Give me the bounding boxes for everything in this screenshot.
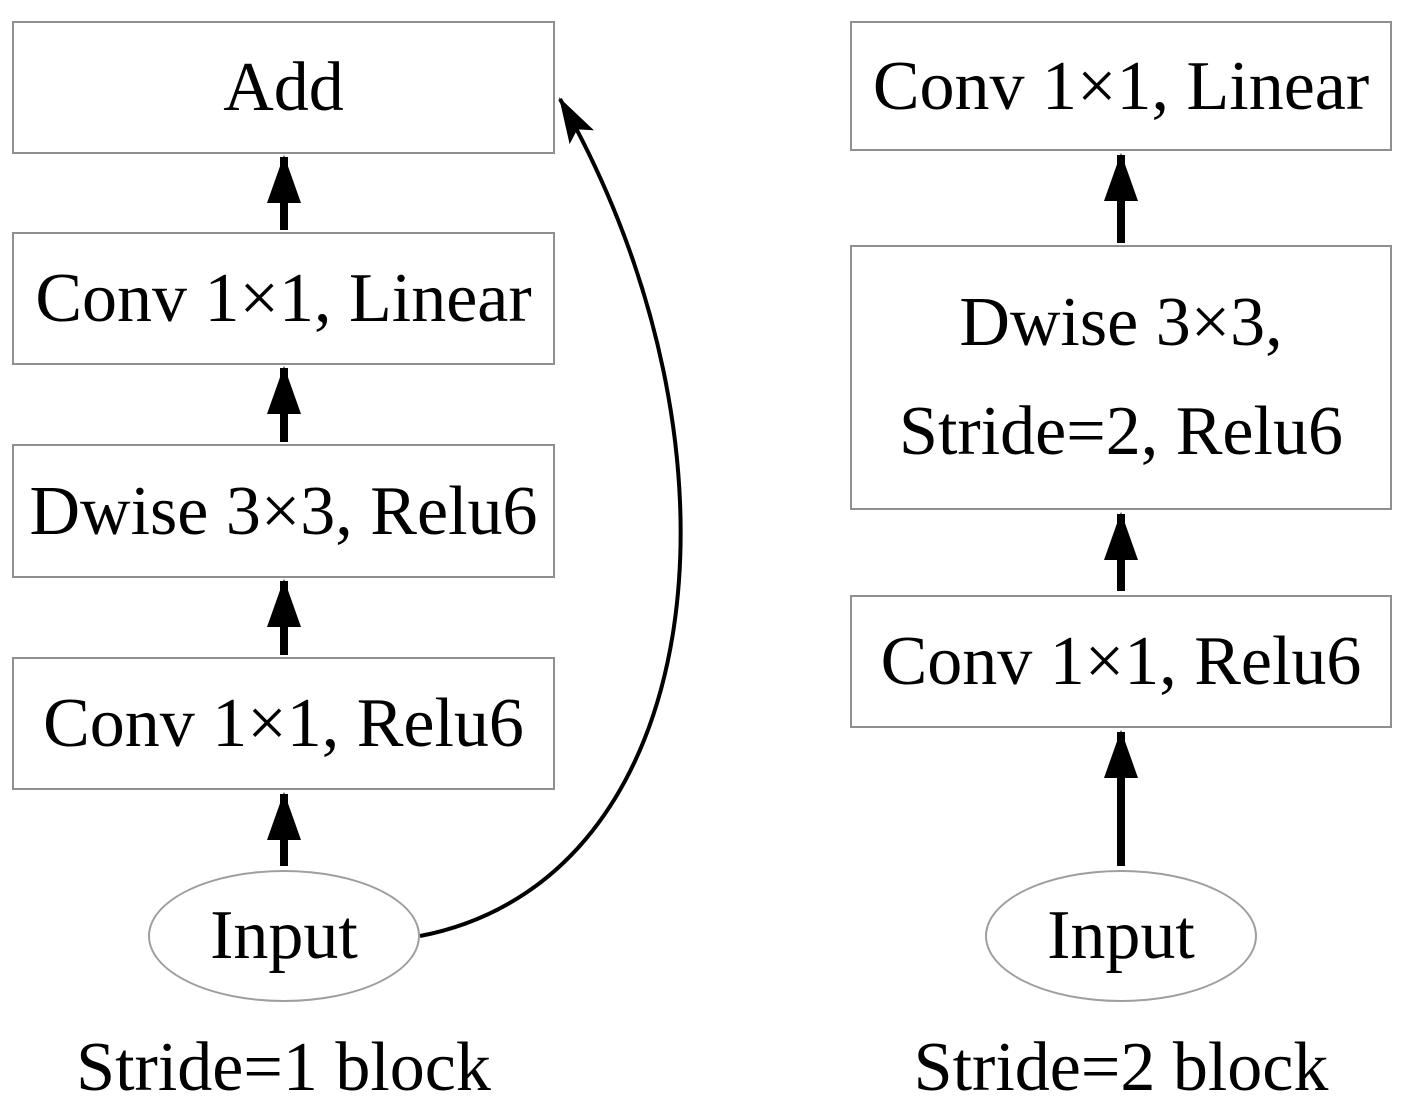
dwise-3x3-stride2-relu6-box: Dwise 3×3, Stride=2, Relu6 [850, 245, 1392, 510]
add-label: Add [223, 49, 344, 126]
add-box: Add [12, 21, 555, 154]
dwise-3x3-relu6-box-left: Dwise 3×3, Relu6 [12, 444, 555, 578]
conv-1x1-linear-label-left: Conv 1×1, Linear [35, 260, 532, 337]
stride1-block-caption: Stride=1 block [76, 1029, 491, 1106]
skip-connection-arrow [419, 97, 683, 938]
conv-1x1-relu6-box-left: Conv 1×1, Relu6 [12, 657, 555, 790]
input-ellipse-right: Input [985, 870, 1257, 1002]
dwise-3x3-stride2-relu6-label: Dwise 3×3, Stride=2, Relu6 [899, 269, 1343, 486]
conv-1x1-relu6-box-right: Conv 1×1, Relu6 [850, 595, 1392, 728]
dwise-label-line2: Stride=2, Relu6 [899, 392, 1343, 470]
input-ellipse-left: Input [148, 870, 420, 1002]
conv-1x1-linear-box-right: Conv 1×1, Linear [850, 21, 1392, 151]
stride2-block-caption: Stride=2 block [913, 1029, 1329, 1106]
dwise-label-line1: Dwise 3×3, [959, 284, 1283, 361]
input-label-right: Input [1047, 897, 1195, 974]
conv-1x1-relu6-label-left: Conv 1×1, Relu6 [43, 685, 524, 762]
input-label-left: Input [210, 897, 358, 974]
dwise-3x3-relu6-label-left: Dwise 3×3, Relu6 [29, 472, 538, 550]
conv-1x1-linear-box-left: Conv 1×1, Linear [12, 232, 555, 365]
conv-1x1-linear-label-right: Conv 1×1, Linear [872, 47, 1370, 125]
conv-1x1-relu6-label-right: Conv 1×1, Relu6 [880, 623, 1362, 700]
